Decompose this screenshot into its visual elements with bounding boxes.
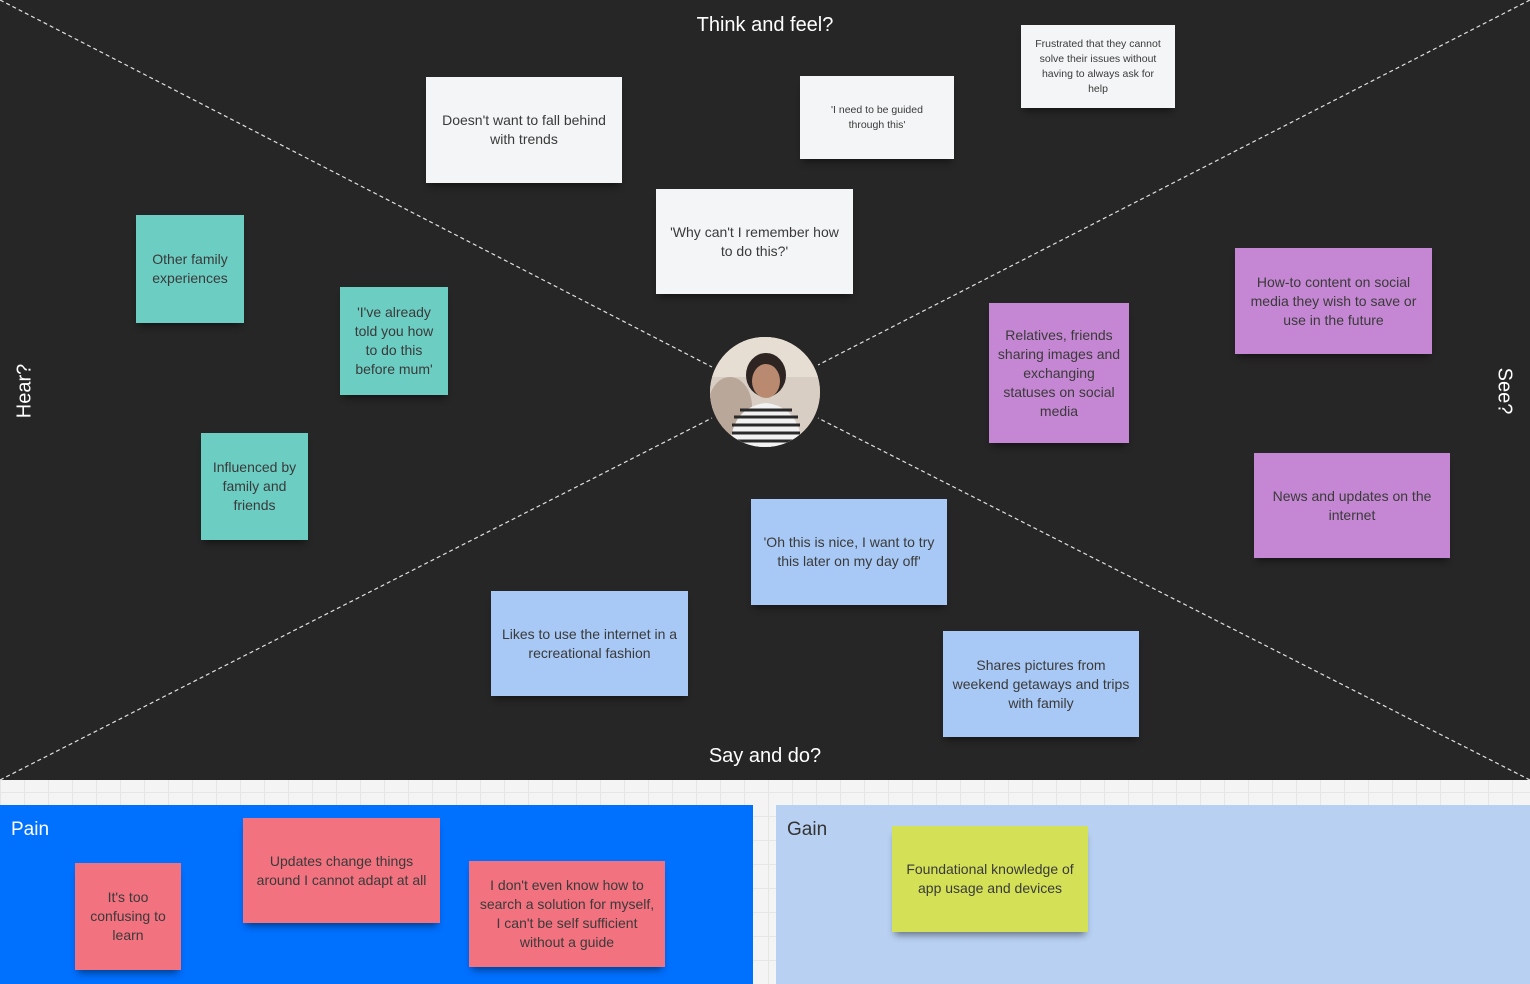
- persona-photo-icon: [710, 337, 820, 447]
- divider-line-tl: [0, 0, 713, 368]
- quadrant-label-hear: Hear?: [13, 363, 36, 419]
- sticky-note-gain-knowledge[interactable]: Foundational knowledge of app usage and …: [892, 826, 1088, 932]
- sticky-note-see-news[interactable]: News and updates on the internet: [1254, 453, 1450, 558]
- pain-title: Pain: [11, 819, 50, 840]
- sticky-note-pain-updates[interactable]: Updates change things around I cannot ad…: [243, 818, 440, 923]
- sticky-note-hear-family-experiences[interactable]: Other family experiences: [136, 215, 244, 323]
- diagonal-dividers: [0, 0, 1530, 780]
- sticky-note-pain-confusing[interactable]: It's too confusing to learn: [75, 863, 181, 970]
- sticky-note-see-howto[interactable]: How-to content on social media they wish…: [1235, 248, 1432, 354]
- divider-line-bl: [0, 417, 713, 780]
- sticky-note-think-frustrated[interactable]: Frustrated that they cannot solve their …: [1021, 25, 1175, 108]
- pain-panel: Pain It's too confusing to learn Updates…: [0, 805, 753, 984]
- sticky-note-pain-search[interactable]: I don't even know how to search a soluti…: [469, 861, 665, 967]
- sticky-note-see-relatives[interactable]: Relatives, friends sharing images and ex…: [989, 303, 1129, 443]
- sticky-note-hear-told-you[interactable]: 'I've already told you how to do this be…: [340, 287, 448, 395]
- quadrant-label-think: Think and feel?: [696, 14, 834, 36]
- quadrant-label-see: See?: [1493, 367, 1516, 415]
- divider-line-br: [817, 417, 1530, 780]
- divider-line-tr: [817, 0, 1530, 366]
- sticky-note-say-shares[interactable]: Shares pictures from weekend getaways an…: [943, 631, 1139, 737]
- sticky-note-hear-influenced[interactable]: Influenced by family and friends: [201, 433, 308, 540]
- sticky-note-think-remember[interactable]: 'Why can't I remember how to do this?': [656, 189, 853, 294]
- quadrant-label-say: Say and do?: [708, 745, 822, 767]
- empathy-map-board: Think and feel? Say and do? Hear? See? D…: [0, 0, 1530, 780]
- gain-panel: Gain Foundational knowledge of app usage…: [776, 805, 1530, 984]
- sticky-note-say-nice[interactable]: 'Oh this is nice, I want to try this lat…: [751, 499, 947, 605]
- persona-avatar[interactable]: [710, 337, 820, 447]
- sticky-note-say-recreational[interactable]: Likes to use the internet in a recreatio…: [491, 591, 688, 696]
- sticky-note-think-trends[interactable]: Doesn't want to fall behind with trends: [426, 77, 622, 183]
- sticky-note-think-guided[interactable]: 'I need to be guided through this': [800, 76, 954, 159]
- gain-title: Gain: [787, 819, 828, 840]
